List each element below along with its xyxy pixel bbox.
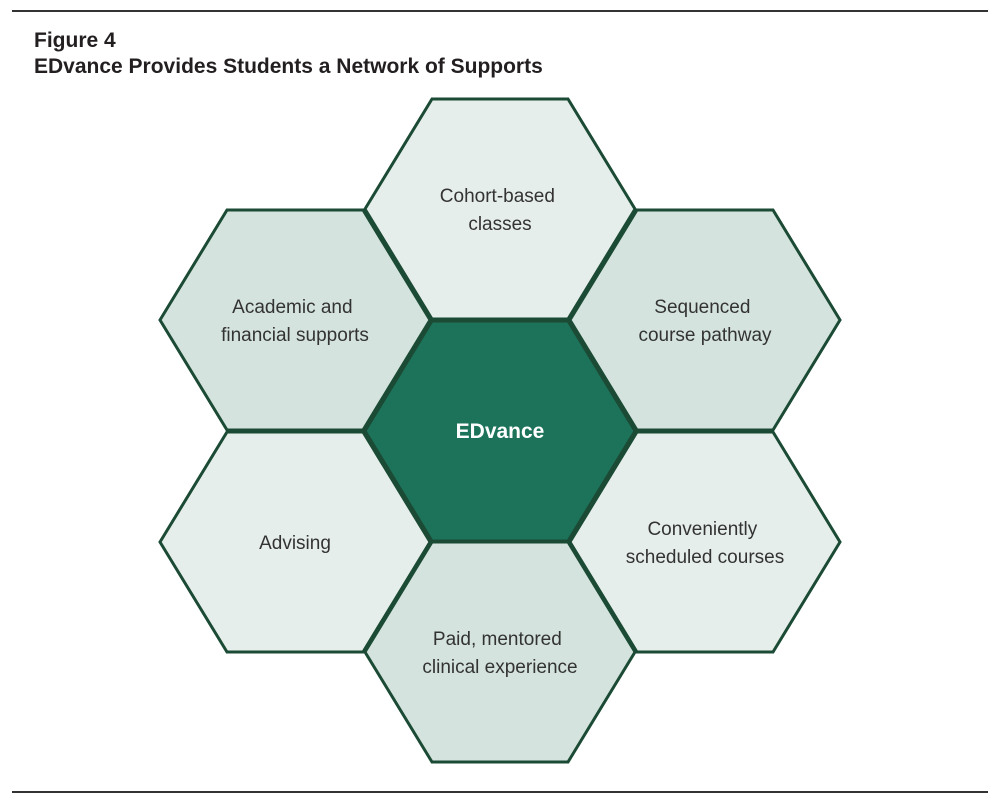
hex-bottom-line-1: Paid, mentored bbox=[433, 629, 562, 650]
hex-upper-right: Sequenced course pathway bbox=[568, 208, 842, 432]
hex-center-shape bbox=[363, 319, 637, 543]
hex-lower-right-line-2: scheduled courses bbox=[626, 547, 784, 568]
top-rule bbox=[12, 10, 988, 12]
hex-lower-right: Conveniently scheduled courses bbox=[568, 430, 842, 654]
hex-upper-left-label: Academic and financial supports bbox=[221, 297, 369, 346]
hex-upper-right-shape bbox=[568, 208, 842, 432]
hex-lower-left-line-1: Advising bbox=[259, 533, 331, 554]
hex-upper-left-shape bbox=[158, 208, 432, 432]
bottom-rule bbox=[12, 791, 988, 793]
hex-lower-left-shape bbox=[158, 430, 432, 654]
hex-top-label: Cohort-based classes bbox=[440, 186, 560, 235]
figure-title: EDvance Provides Students a Network of S… bbox=[34, 55, 543, 78]
hex-upper-left-line-2: financial supports bbox=[221, 325, 369, 346]
hex-upper-left-line-1: Academic and bbox=[232, 297, 352, 318]
hex-top-line-1: Cohort-based bbox=[440, 186, 555, 207]
hex-top-shape bbox=[363, 97, 637, 321]
hex-lower-right-label: Conveniently scheduled courses bbox=[626, 519, 784, 568]
hex-lower-right-shape bbox=[568, 430, 842, 654]
hex-bottom-label: Paid, mentored clinical experience bbox=[422, 629, 577, 678]
hex-lower-right-line-1: Conveniently bbox=[647, 519, 757, 540]
figure-label: Figure 4 bbox=[34, 29, 116, 52]
hex-upper-right-line-1: Sequenced bbox=[654, 297, 750, 318]
hex-lower-left: Advising bbox=[158, 430, 432, 654]
hex-top: Cohort-based classes bbox=[363, 97, 637, 321]
hex-center-line-1: EDvance bbox=[456, 420, 545, 443]
hex-center-label: EDvance bbox=[456, 420, 545, 443]
hex-bottom: Paid, mentored clinical experience bbox=[363, 540, 637, 764]
hex-upper-left: Academic and financial supports bbox=[158, 208, 432, 432]
hex-lower-left-label: Advising bbox=[259, 533, 331, 554]
hex-bottom-line-2: clinical experience bbox=[422, 657, 577, 678]
hex-upper-right-line-2: course pathway bbox=[638, 325, 772, 346]
hex-upper-right-label: Sequenced course pathway bbox=[638, 297, 772, 346]
hex-top-line-2: classes bbox=[468, 214, 531, 235]
hex-center: EDvance bbox=[363, 319, 637, 543]
